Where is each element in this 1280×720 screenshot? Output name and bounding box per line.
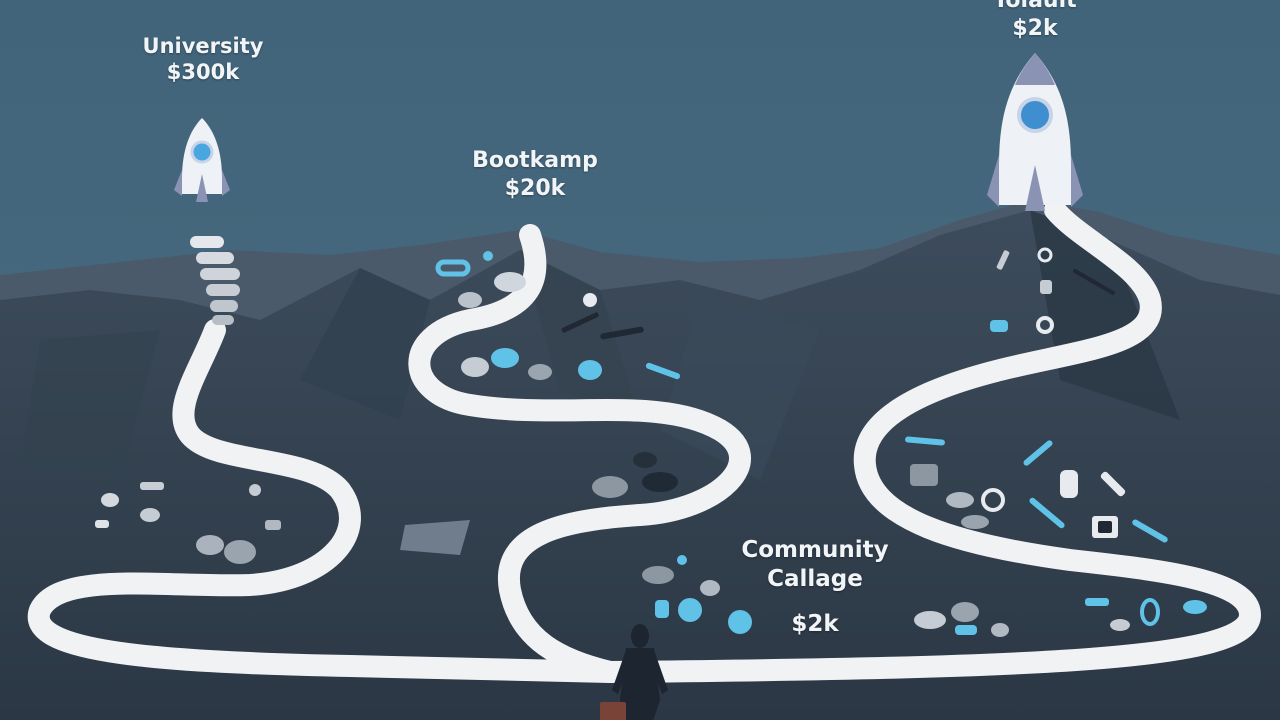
mountain-facet: [20, 330, 160, 480]
rocket-icon: [174, 118, 230, 202]
university-price: $300k: [166, 60, 240, 85]
debris: [95, 236, 1207, 637]
bootcamp-label: Bootkamp $20k: [450, 147, 620, 202]
mountain-facet: [660, 300, 820, 480]
community-college-price: $2k: [791, 610, 839, 637]
community-college-title-line2: Callage: [767, 565, 863, 592]
mountain-facet: [520, 250, 640, 420]
university-title: University: [142, 34, 264, 58]
bootcamp-price: $20k: [504, 175, 566, 201]
self-taught-title: Toiault: [993, 0, 1077, 13]
roads: [27, 199, 1261, 683]
self-taught-label: Toiault $2k: [980, 0, 1090, 42]
rocket-icon: [987, 53, 1083, 211]
road-university: [27, 319, 621, 683]
mountain-facet: [1030, 210, 1180, 420]
mountain-facet: [300, 268, 430, 420]
university-label: University $300k: [120, 33, 286, 86]
community-college-title-line1: Community: [741, 537, 889, 563]
person-with-briefcase-icon: [600, 624, 668, 720]
bootcamp-title: Bootkamp: [472, 148, 598, 173]
self-taught-price: $2k: [1012, 15, 1058, 41]
road-self-taught: [599, 199, 1261, 683]
community-college-label: Community Callage $2k: [715, 536, 915, 638]
road-bootcamp: [408, 224, 751, 683]
